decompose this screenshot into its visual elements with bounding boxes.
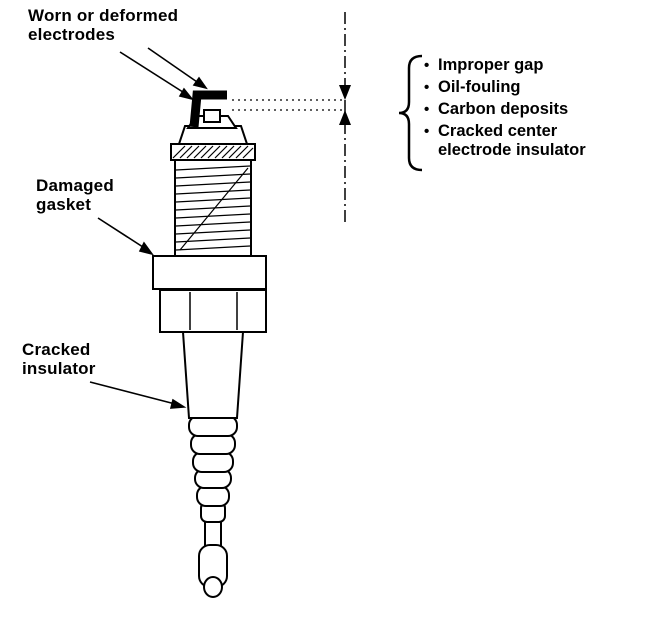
bullet-icon: • bbox=[424, 101, 430, 118]
label-worn-electrodes: Worn or deformed electrodes bbox=[28, 6, 179, 44]
bullet-icon: • bbox=[424, 79, 430, 96]
bullet-icon: • bbox=[424, 123, 430, 140]
gasket bbox=[152, 255, 267, 290]
condition-text: Oil-fouling bbox=[438, 78, 521, 96]
leader-arrow-worn-electrodes-1 bbox=[119, 51, 195, 101]
leader-arrow-worn-electrodes-2 bbox=[147, 47, 208, 90]
list-item: • Improper gap bbox=[424, 56, 634, 75]
list-item: • Oil-fouling bbox=[424, 78, 634, 97]
ground-electrode bbox=[189, 90, 227, 128]
thread-hatch-lines bbox=[175, 165, 251, 251]
leader-arrow-cracked-insulator bbox=[89, 381, 187, 409]
flange-hatch-lines bbox=[172, 145, 254, 159]
list-item: • Carbon deposits bbox=[424, 100, 634, 119]
conditions-list: • Improper gap • Oil-fouling • Carbon de… bbox=[424, 56, 634, 163]
list-item: • Cracked center electrode insulator bbox=[424, 122, 634, 160]
label-damaged-gasket: Damaged gasket bbox=[36, 176, 114, 214]
condition-text: Carbon deposits bbox=[438, 100, 569, 118]
spark-plug-body bbox=[152, 90, 267, 598]
leader-arrows bbox=[89, 47, 208, 409]
condition-text: Improper gap bbox=[438, 56, 544, 74]
gap-arrow-up-icon bbox=[339, 110, 351, 125]
insulator-ribs bbox=[188, 415, 238, 523]
label-cracked-insulator: Cracked insulator bbox=[22, 340, 96, 378]
threaded-shell bbox=[170, 143, 256, 257]
gap-arrow-down-icon bbox=[339, 85, 351, 100]
terminal bbox=[198, 519, 228, 598]
center-electrode bbox=[186, 109, 238, 129]
brace-icon bbox=[398, 54, 423, 172]
condition-text: Cracked center electrode insulator bbox=[438, 122, 586, 159]
hex-nut bbox=[159, 289, 267, 333]
gap-measurement bbox=[232, 12, 351, 222]
leader-arrow-damaged-gasket bbox=[97, 217, 154, 256]
bullet-icon: • bbox=[424, 57, 430, 74]
upper-insulator bbox=[181, 331, 245, 419]
